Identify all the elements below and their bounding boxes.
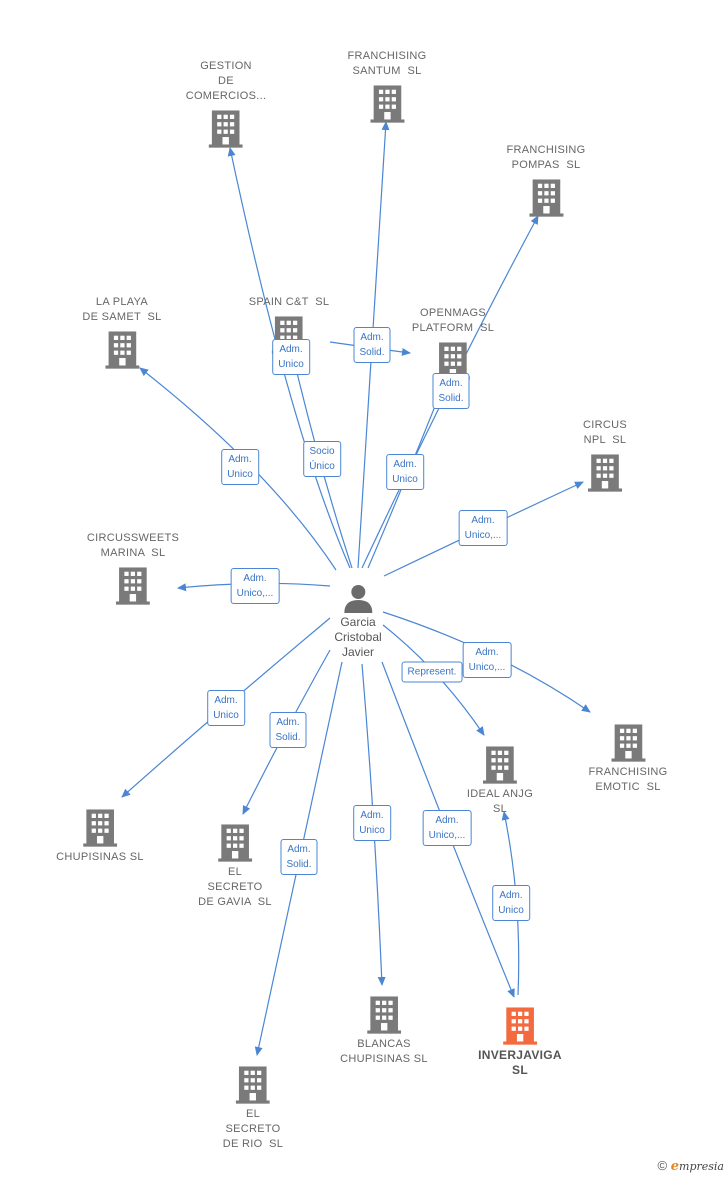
company-label: BLANCAS CHUPISINAS SL [340, 1038, 428, 1065]
building-icon [116, 567, 150, 605]
person-name: Garcia Cristobal Javier [334, 615, 382, 659]
company-label: CHUPISINAS SL [56, 851, 144, 863]
building-icon [370, 85, 404, 123]
building-icon [529, 179, 563, 217]
building-icon [502, 1007, 537, 1045]
company-label: EL SECRETO DE GAVIA SL [198, 866, 272, 908]
company-ideal[interactable]: IDEAL ANJG SL [467, 744, 533, 817]
building-icon [482, 746, 517, 784]
company-label: FRANCHISING SANTUM SL [347, 50, 427, 77]
relation-label-ideal[interactable]: Represent. [401, 661, 463, 683]
building-icon [588, 454, 622, 492]
company-label: CIRCUS NPL SL [583, 419, 627, 446]
company-label: LA PLAYA DE SAMET SL [82, 296, 162, 323]
brand-watermark: © empresia [658, 1158, 724, 1174]
edge-r-gestion [227, 147, 351, 569]
building-icon [104, 331, 139, 369]
relation-label-blancas[interactable]: Adm. Unico [353, 805, 391, 841]
company-inverjaviga[interactable]: INVERJAVIGA SL [478, 1005, 562, 1078]
relation-label-rio[interactable]: Adm. Solid. [280, 839, 318, 875]
relation-label-emotic[interactable]: Adm. Unico,... [462, 642, 512, 678]
company-gavia[interactable]: EL SECRETO DE GAVIA SL [198, 822, 272, 910]
company-blancas[interactable]: BLANCAS CHUPISINAS SL [340, 994, 428, 1067]
relation-label-playa[interactable]: Adm. Unico [221, 449, 259, 485]
relation-label-pompas[interactable]: Adm. Solid. [432, 373, 470, 409]
brand-initial: e [670, 1159, 680, 1174]
copyright-symbol: © [657, 1158, 668, 1173]
company-spain[interactable]: SPAIN C&T SL [249, 295, 330, 354]
brand-name: mpresia [679, 1160, 724, 1173]
relation-label-gestion[interactable]: Adm. Unico [272, 339, 310, 375]
relation-label-gavia[interactable]: Adm. Solid. [269, 712, 307, 748]
company-label: IDEAL ANJG SL [466, 788, 534, 815]
relation-label-spain[interactable]: Socio Único [303, 441, 341, 477]
company-label: CIRCUSSWEETS MARINA SL [86, 532, 180, 559]
relation-label-circus[interactable]: Adm. Unico,... [458, 510, 508, 546]
building-icon [218, 824, 252, 862]
company-circus[interactable]: CIRCUS NPL SL [583, 418, 627, 492]
building-icon [236, 1066, 270, 1104]
relation-label-inverjaviga[interactable]: Adm. Unico,... [422, 810, 472, 846]
company-pompas[interactable]: FRANCHISING POMPAS SL [506, 143, 585, 217]
person-node[interactable]: Garcia Cristobal Javier [334, 583, 382, 660]
building-icon [83, 809, 117, 847]
relation-label-openmags[interactable]: Adm. Unico [386, 454, 424, 490]
company-circussweets[interactable]: CIRCUSSWEETS MARINA SL [87, 531, 179, 605]
company-label: GESTION DE COMERCIOS... [185, 60, 267, 102]
company-label: EL SECRETO DE RIO SL [222, 1108, 284, 1150]
relation-label-circussweets[interactable]: Adm. Unico,... [230, 568, 280, 604]
building-icon [611, 724, 645, 762]
company-openmags[interactable]: OPENMAGS PLATFORM SL [412, 306, 494, 380]
company-label: INVERJAVIGA SL [478, 1048, 562, 1077]
relation-label-chupisinas[interactable]: Adm. Unico [207, 690, 245, 726]
company-playa[interactable]: LA PLAYA DE SAMET SL [82, 295, 161, 369]
person-icon [343, 585, 372, 613]
company-chupisinas[interactable]: CHUPISINAS SL [56, 807, 144, 865]
company-santum[interactable]: FRANCHISING SANTUM SL [347, 49, 426, 123]
company-label: OPENMAGS PLATFORM SL [411, 307, 495, 334]
company-label: SPAIN C&T SL [248, 296, 330, 308]
company-label: FRANCHISING EMOTIC SL [588, 766, 668, 793]
building-icon [367, 996, 401, 1034]
relation-label-santum[interactable]: Adm. Solid. [353, 327, 391, 363]
building-icon [208, 110, 243, 148]
company-emotic[interactable]: FRANCHISING EMOTIC SL [588, 722, 667, 795]
company-gestion[interactable]: GESTION DE COMERCIOS... [186, 59, 267, 148]
relation-label-inverjaviga-ideal[interactable]: Adm. Unico [492, 885, 530, 921]
company-label: FRANCHISING POMPAS SL [506, 144, 586, 171]
company-rio[interactable]: EL SECRETO DE RIO SL [223, 1064, 283, 1152]
